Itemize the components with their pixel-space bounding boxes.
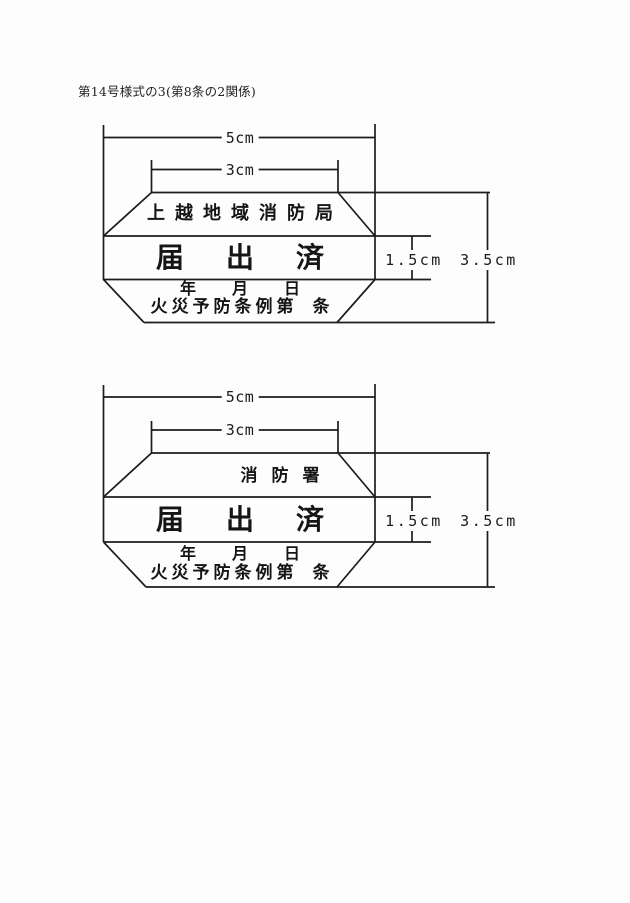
ordinance-prefix: 火災予防条例第	[150, 297, 298, 317]
ordinance-prefix: 火災予防条例第	[150, 563, 298, 583]
bottom-left-slant	[102, 278, 145, 324]
inner-width-label: 3cm	[221, 160, 259, 180]
total-height-label: 3.5cm	[456, 250, 522, 270]
date-day-label: 日	[284, 544, 301, 563]
date-month-label: 月	[231, 544, 248, 563]
band-height-label: 1.5cm	[381, 250, 447, 270]
date-year-label: 年	[179, 279, 196, 298]
ordinance-suffix: 条	[312, 297, 330, 317]
top-left-slant	[102, 191, 153, 237]
inner-width-label: 3cm	[221, 420, 259, 440]
ordinance-line: 火災予防条例第 条	[104, 565, 376, 582]
bottom-right-slant	[336, 278, 376, 324]
bottom-left-slant	[102, 541, 147, 588]
top-right-slant	[337, 452, 376, 498]
date-placeholder-line: 年 月 日	[104, 546, 376, 562]
stamp-status-text: 届出済	[155, 241, 366, 274]
date-placeholder-line: 年 月 日	[104, 281, 376, 297]
total-height-label: 3.5cm	[456, 511, 522, 531]
ordinance-suffix: 条	[312, 563, 330, 583]
date-day-label: 日	[284, 279, 301, 298]
stamp-status-text: 届出済	[155, 502, 366, 536]
date-month-label: 月	[231, 279, 248, 298]
top-right-slant	[337, 191, 376, 237]
outer-width-label: 5cm	[221, 127, 259, 148]
ordinance-line: 火災予防条例第 条	[104, 299, 376, 316]
band-height-label: 1.5cm	[381, 511, 447, 531]
agency-name: 消防署	[240, 466, 334, 486]
top-left-slant	[102, 452, 153, 498]
agency-name: 上越地域消防局	[147, 203, 343, 224]
stamp-1-linework	[102, 124, 495, 324]
outer-width-label: 5cm	[221, 387, 259, 407]
date-year-label: 年	[179, 544, 196, 563]
form-number-note: 第14号様式の3(第8条の2関係)	[78, 84, 256, 99]
bottom-right-slant	[336, 541, 376, 588]
